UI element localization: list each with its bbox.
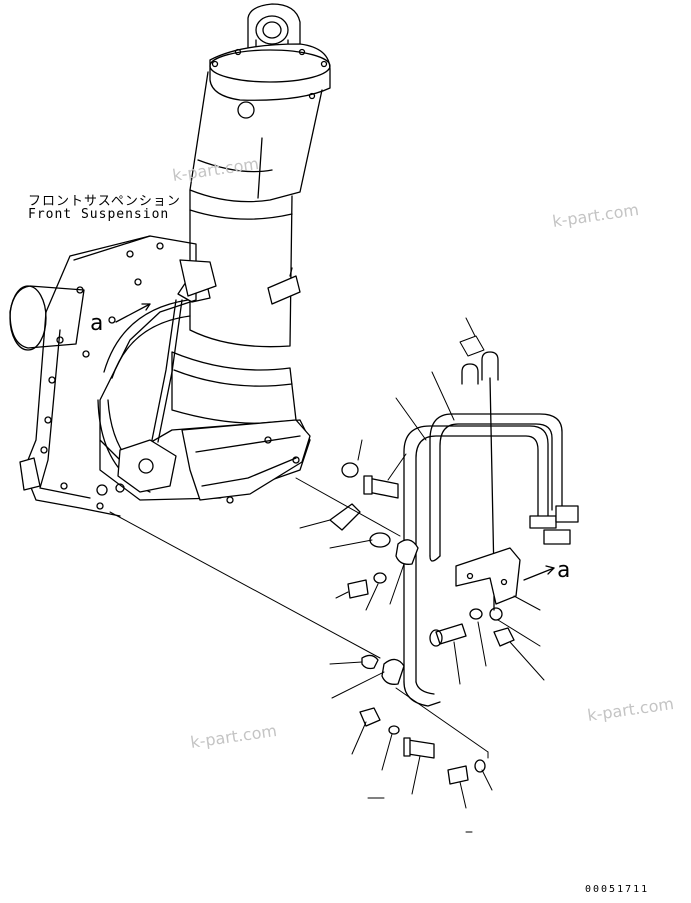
drawing-number: 00051711	[585, 884, 650, 895]
view-marker-right: a	[557, 558, 571, 583]
component-name-japanese: フロントサスペンション	[28, 194, 181, 209]
u-bolt-bracket	[455, 351, 555, 605]
hardware	[329, 462, 515, 785]
leader-lines	[295, 317, 545, 833]
component-name-english: Front Suspension	[28, 207, 170, 222]
axle-housing	[9, 235, 311, 517]
pipe-assembly	[403, 377, 579, 707]
view-marker-left: a	[90, 311, 104, 336]
suspension-cylinder	[151, 3, 331, 443]
